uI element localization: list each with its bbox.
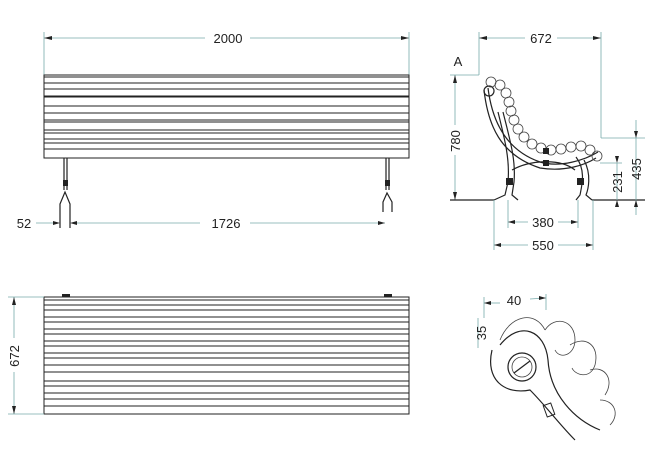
bench-profile: [483, 76, 603, 201]
section-label: A: [454, 54, 463, 69]
detail-height-dimension: 35: [474, 326, 489, 340]
top-view: 672: [7, 294, 410, 415]
leg-width-dimension: 52: [17, 216, 31, 231]
inner-feet-dimension: 380: [532, 215, 554, 230]
front-view: 2000 52 1726: [17, 31, 410, 231]
backrest-slats: [43, 74, 410, 159]
armrest-offset-dimension: 231: [610, 171, 625, 193]
detail-width-dimension: 40: [507, 293, 521, 308]
outer-feet-dimension: 550: [532, 238, 554, 253]
side-view: 672 A 780 231 43: [448, 31, 645, 253]
top-depth-dimension: 672: [7, 345, 22, 367]
depth-dimension: 672: [530, 31, 552, 46]
height-dimension: 780: [448, 130, 463, 152]
leg-right: [382, 158, 393, 212]
seat-height-dimension: 435: [629, 158, 644, 180]
leg-left: [59, 158, 71, 228]
leg-spacing-dimension: 1726: [212, 216, 241, 231]
width-dimension: 2000: [214, 31, 243, 46]
detail-view: 40 35: [474, 293, 616, 441]
